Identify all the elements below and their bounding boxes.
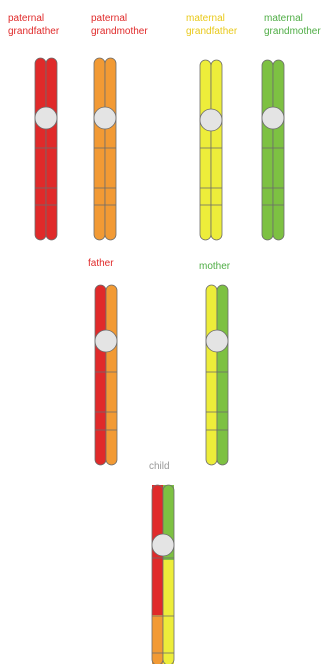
paternal-grandfather-chromatid-left: [35, 58, 46, 240]
paternal-grandmother-chromatid-right: [105, 58, 116, 240]
paternal-grandfather-chromatid-right: [46, 58, 57, 240]
maternal-grandmother-centromere: [262, 107, 284, 129]
child-centromere: [152, 534, 174, 556]
child-chromatid-left-segment-3: [152, 615, 163, 664]
father-chromatid-left: [95, 285, 106, 465]
father-chromatid-right: [106, 285, 117, 465]
child-chromatid-left-segment-2: [152, 560, 163, 615]
maternal-grandmother-chromatid-right: [273, 60, 284, 240]
child-chromatid-right-segment-2: [163, 560, 174, 615]
child-chromatid-right-segment-3: [163, 615, 174, 664]
paternal-grandfather-centromere: [35, 107, 57, 129]
paternal-grandmother-chromatid-left: [94, 58, 105, 240]
maternal-grandfather-centromere: [200, 109, 222, 131]
paternal-grandmother-centromere: [94, 107, 116, 129]
mother-centromere: [206, 330, 228, 352]
mother-chromatid-left: [206, 285, 217, 465]
father-centromere: [95, 330, 117, 352]
maternal-grandfather-chromatid-right: [211, 60, 222, 240]
mother-chromatid-right: [217, 285, 228, 465]
maternal-grandfather-chromatid-left: [200, 60, 211, 240]
maternal-grandmother-chromatid-left: [262, 60, 273, 240]
